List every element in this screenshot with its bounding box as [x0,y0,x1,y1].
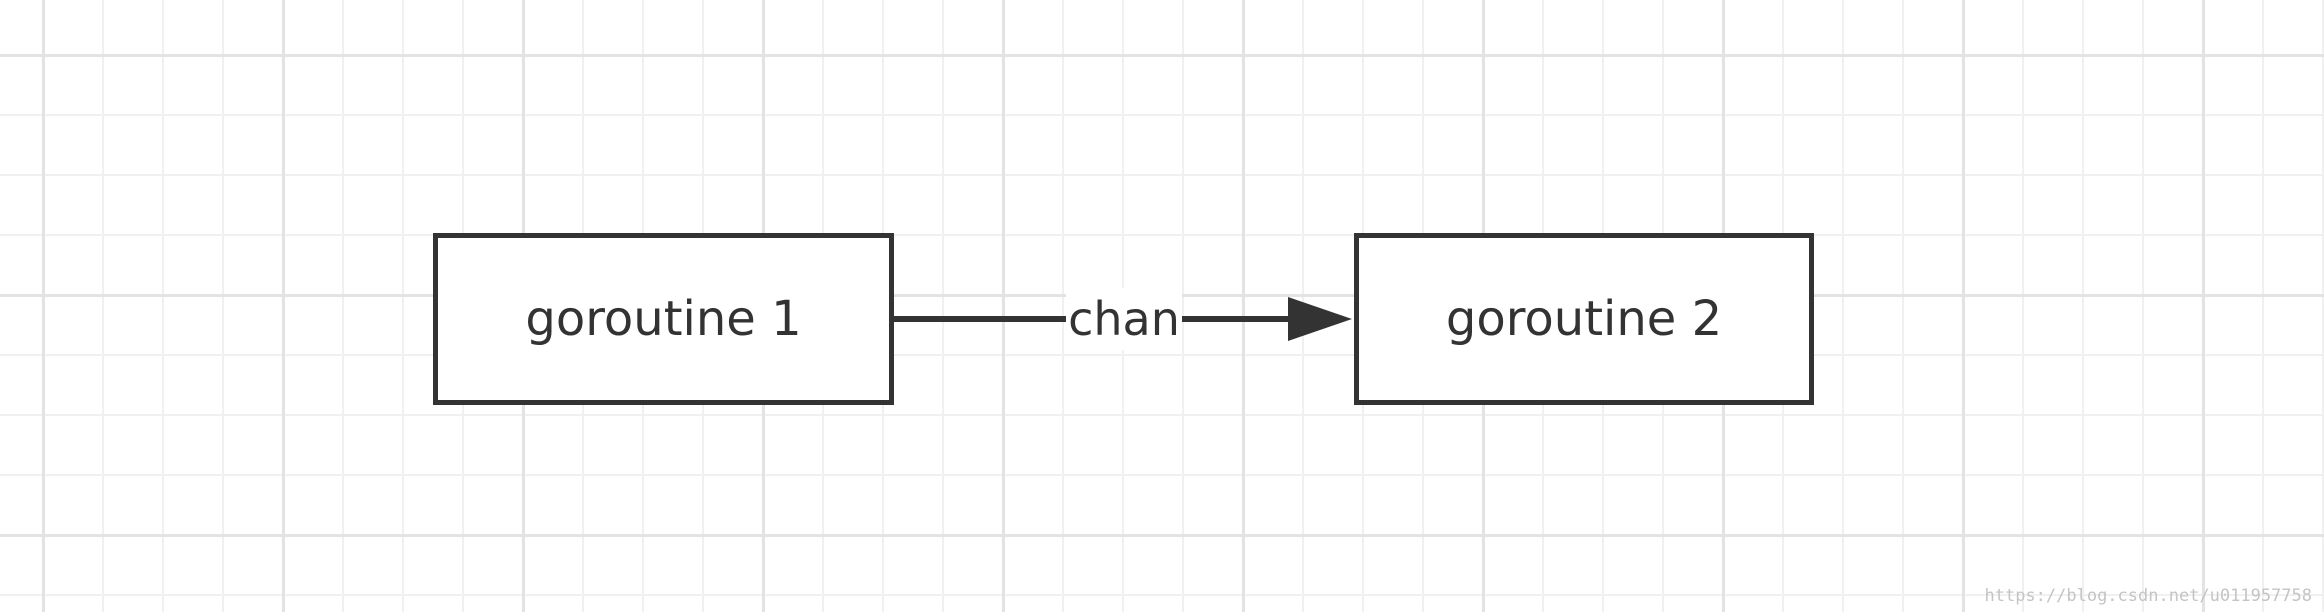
node-label: goroutine 1 [525,291,802,347]
arrowhead-icon [1288,297,1352,341]
watermark: https://blog.csdn.net/u011957758 [1984,586,2312,606]
edge-label: chan [1066,288,1182,350]
node-label: goroutine 2 [1445,291,1723,347]
node-goroutine-2[interactable]: goroutine 2 [1354,233,1814,405]
node-goroutine-1[interactable]: goroutine 1 [433,233,894,405]
